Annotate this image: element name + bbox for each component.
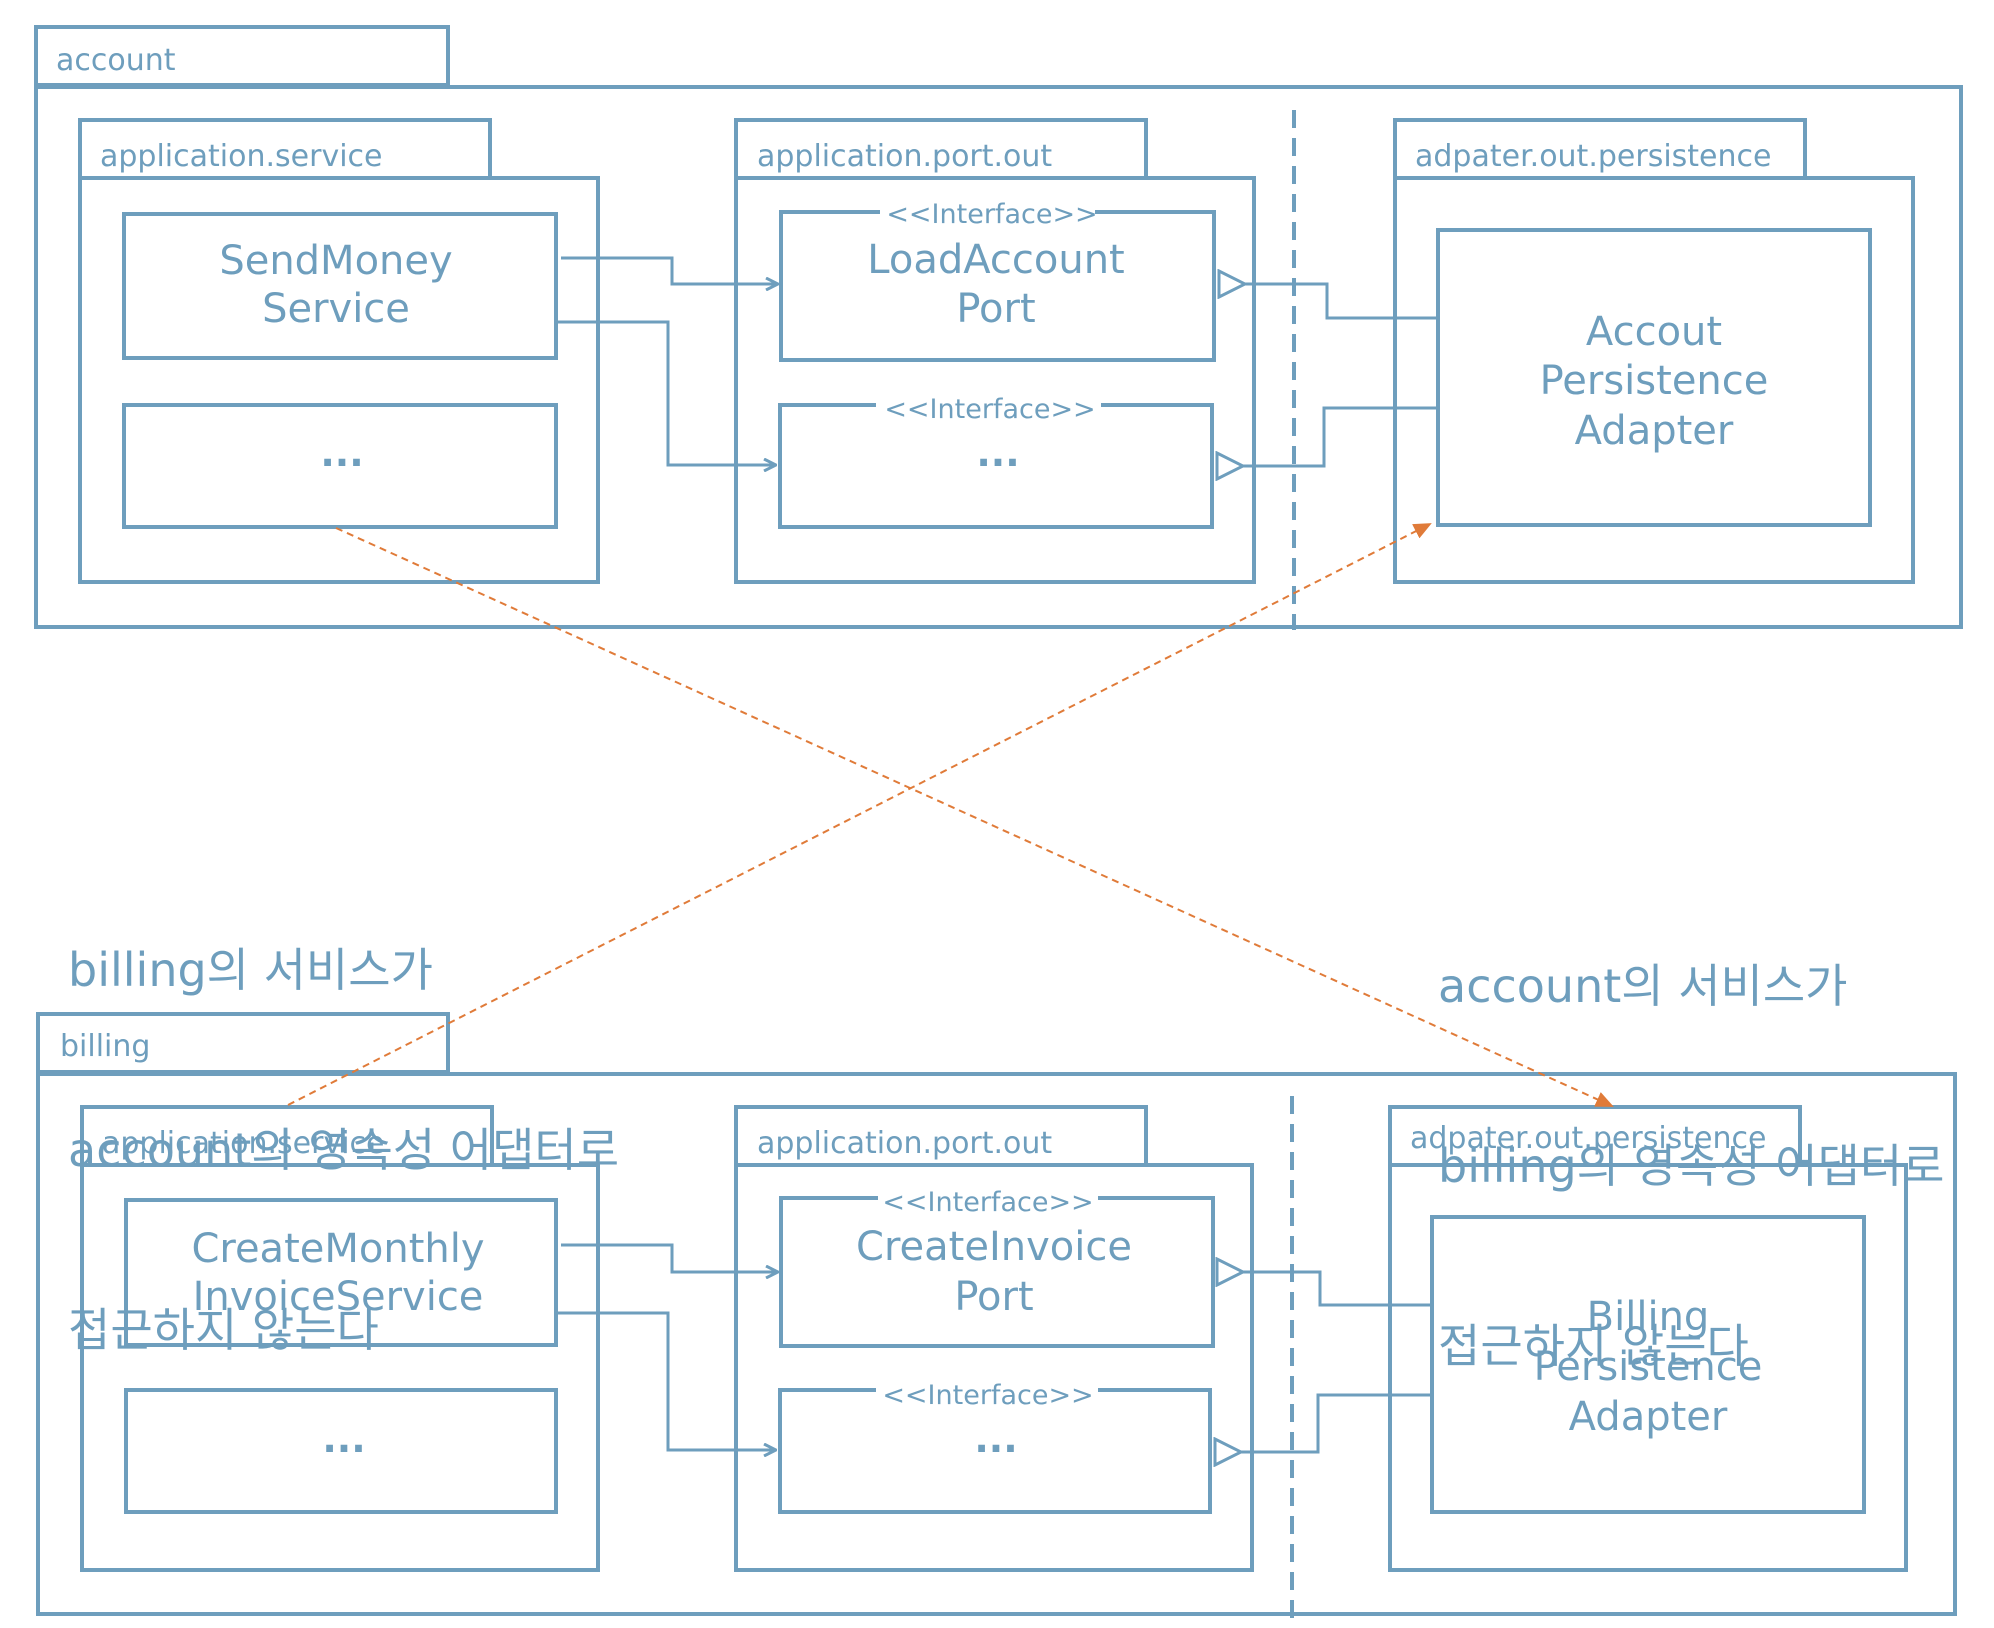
realization-arrow <box>1244 1270 1430 1307</box>
class-placeholder: ... <box>322 1417 365 1461</box>
note-line: billing의 서비스가 <box>68 943 433 997</box>
module-frame <box>36 1072 1957 1616</box>
package-label: application.service <box>102 1126 384 1161</box>
class-name-line: Service <box>262 286 410 332</box>
dependency-arrow <box>556 1311 776 1450</box>
class-name-line: CreateMonthly <box>191 1226 484 1272</box>
package-adapter-out-persistence: adpater.out.persistence Accout Persisten… <box>1393 118 1915 584</box>
realization-arrow <box>1242 1393 1430 1454</box>
class-name-line: Persistence <box>1534 1344 1763 1390</box>
class-name-line: Adapter <box>1575 408 1734 454</box>
class-box <box>1430 1215 1866 1514</box>
stereotype-label: <<Interface>> <box>882 1187 1093 1218</box>
package-frame <box>80 1163 600 1572</box>
dependency-arrow <box>561 1243 778 1272</box>
package-label: adpater.out.persistence <box>1410 1121 1766 1156</box>
class-placeholder: ... <box>320 431 363 475</box>
dependency-arrow <box>561 256 778 284</box>
interface-name-line: Port <box>956 286 1035 332</box>
note-right: account의 서비스가 billing의 영속성 어댑터로 접근하지 않는다 <box>1438 836 1944 1436</box>
module-label: billing <box>60 1029 150 1064</box>
package-application-service: application.service CreateMonthly Invoic… <box>80 1105 600 1572</box>
package-tab <box>734 1105 1148 1167</box>
stereotype-gap <box>876 1382 1098 1398</box>
module-account: account application.service SendMoney Se… <box>34 25 1963 630</box>
class-box <box>124 1198 558 1347</box>
note-line: account의 서비스가 <box>1438 959 1848 1013</box>
module-label: account <box>56 43 176 78</box>
package-label: application.port.out <box>757 1126 1052 1161</box>
interface-box <box>778 403 1214 529</box>
package-label: application.service <box>100 139 382 174</box>
package-tab <box>1393 118 1807 180</box>
interface-name-line: Port <box>954 1274 1033 1320</box>
note-line: billing의 영속성 어댑터로 <box>1438 1139 1945 1193</box>
package-label: adpater.out.persistence <box>1415 139 1771 174</box>
package-tab <box>80 1105 494 1167</box>
class-box <box>122 212 558 360</box>
class-name-line: InvoiceService <box>193 1274 484 1320</box>
module-billing: billing application.service CreateMonthl… <box>36 1012 1957 1620</box>
stereotype-gap <box>876 397 1101 413</box>
package-application-service: application.service SendMoney Service ..… <box>78 118 600 584</box>
stereotype-gap <box>878 1190 1098 1206</box>
note-left: billing의 서비스가 account의 영속성 어댑터로 접근하지 않는다 <box>68 820 619 1420</box>
realization-arrow <box>1244 406 1436 468</box>
package-frame <box>734 1163 1254 1572</box>
stereotype-label: <<Interface>> <box>886 199 1097 230</box>
package-frame <box>78 176 600 584</box>
class-box <box>1436 228 1872 527</box>
stereotype-label: <<Interface>> <box>884 394 1095 425</box>
package-adapter-out-persistence: adpater.out.persistence Billing Persiste… <box>1388 1105 1908 1572</box>
forbidden-dependency-arrow <box>287 523 1432 1106</box>
package-frame <box>734 176 1256 584</box>
interface-name-line: CreateInvoice <box>856 1224 1132 1270</box>
package-label: application.port.out <box>757 139 1052 174</box>
class-name-line: Adapter <box>1569 1394 1728 1440</box>
class-box <box>124 1388 558 1514</box>
class-box <box>122 403 558 529</box>
interface-box <box>779 1196 1215 1348</box>
package-application-port-out: application.port.out <<Interface>> Creat… <box>734 1105 1254 1572</box>
class-name-line: SendMoney <box>219 238 452 284</box>
dependency-arrow <box>556 320 776 465</box>
package-application-port-out: application.port.out <<Interface>> LoadA… <box>734 118 1256 584</box>
forbidden-dependency-arrow <box>335 527 1614 1107</box>
package-tab <box>734 118 1148 180</box>
class-name-line: Accout <box>1586 309 1722 355</box>
class-name-line: Persistence <box>1540 358 1769 404</box>
module-tab <box>36 1012 450 1074</box>
stereotype-gap <box>880 204 1095 220</box>
package-frame <box>1388 1163 1908 1572</box>
note-line: account의 영속성 어댑터로 <box>68 1123 620 1177</box>
realization-arrow <box>1246 282 1436 320</box>
class-name-line: Billing <box>1587 1294 1710 1340</box>
interface-placeholder: ... <box>976 431 1019 475</box>
package-frame <box>1393 176 1915 584</box>
note-line: 접근하지 않는다 <box>68 1303 379 1357</box>
interface-name-line: LoadAccount <box>867 237 1124 283</box>
note-line: 접근하지 않는다 <box>1438 1319 1749 1373</box>
module-frame <box>34 85 1963 629</box>
stereotype-label: <<Interface>> <box>882 1380 1093 1411</box>
interface-placeholder: ... <box>974 1417 1017 1461</box>
interface-box <box>779 210 1216 362</box>
